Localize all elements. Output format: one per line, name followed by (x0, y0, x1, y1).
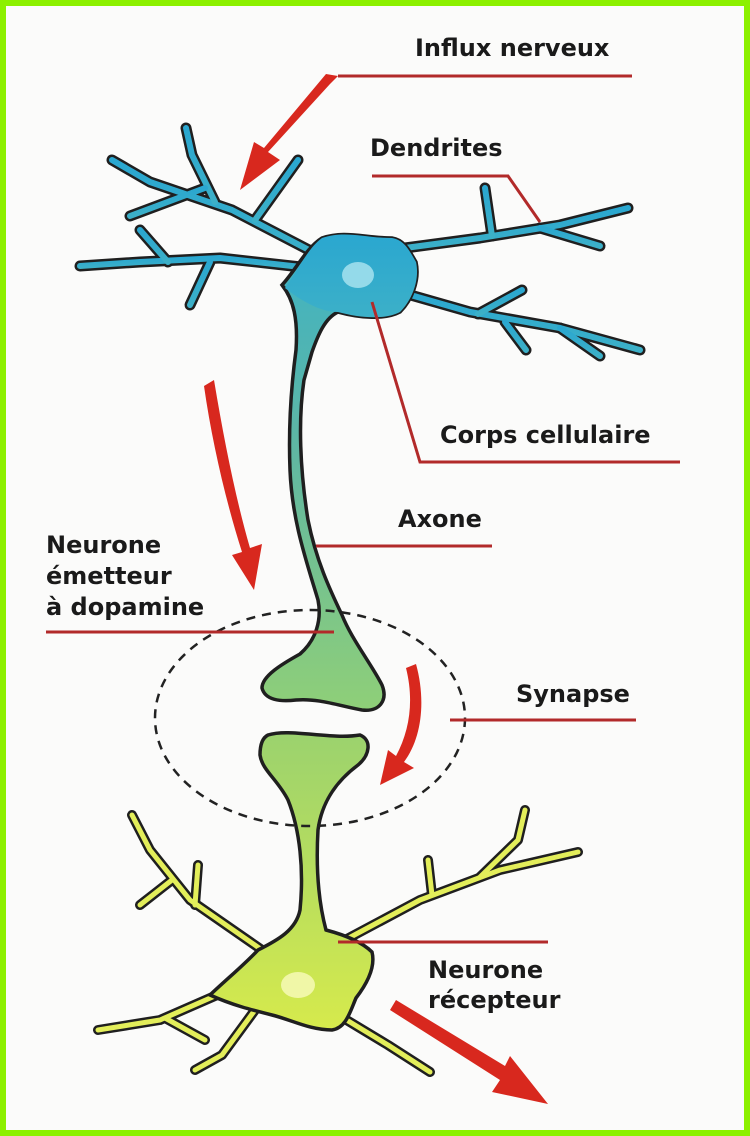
label-neurone-emetteur-line2: émetteur (46, 562, 172, 590)
label-axone: Axone (398, 505, 482, 533)
arrow-synapse (380, 664, 421, 785)
label-influx-nerveux: Influx nerveux (415, 34, 610, 62)
label-neurone-emetteur-line3: à dopamine (46, 593, 204, 621)
label-neurone-recepteur-line2: récepteur (428, 986, 561, 1014)
label-corps-cellulaire: Corps cellulaire (440, 421, 651, 449)
leader-lines (46, 76, 680, 942)
label-neurone-recepteur-line1: Neurone (428, 956, 543, 984)
label-dendrites: Dendrites (370, 134, 503, 162)
emitting-neuron (80, 128, 640, 710)
label-neurone-emetteur-line1: Neurone (46, 531, 161, 559)
label-synapse: Synapse (516, 680, 630, 708)
receiving-neuron (98, 733, 578, 1072)
receptor-nucleus (281, 972, 315, 998)
leader-dendrites (372, 176, 540, 222)
cell-nucleus (342, 262, 374, 288)
arrow-out (390, 1000, 548, 1104)
arrow-down-axon (204, 380, 262, 590)
